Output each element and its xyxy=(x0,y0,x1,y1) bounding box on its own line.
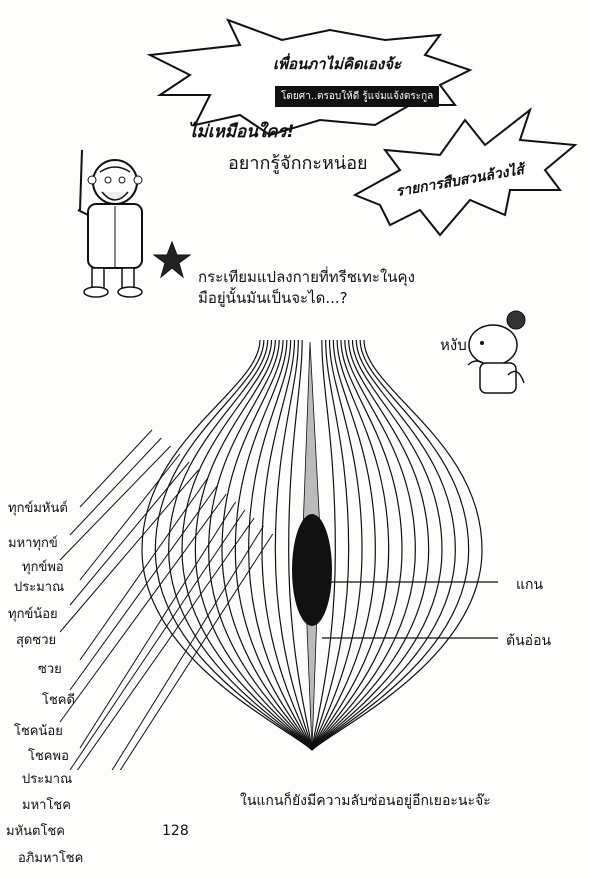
left-leader-lines xyxy=(59,429,274,770)
clove-layer-line xyxy=(221,339,313,751)
leader-line xyxy=(79,429,153,508)
header-line3: อยากรู้จักกะหน่อย xyxy=(228,153,368,174)
question-line2: มือยู่นั้นมันเป็นจะได...? xyxy=(198,289,348,307)
small-character-illustration xyxy=(467,310,526,394)
clove-layer-line xyxy=(154,339,313,751)
leader-line xyxy=(76,517,255,770)
leader-line xyxy=(59,445,171,561)
leader-line xyxy=(79,453,181,581)
clove-layer-line xyxy=(311,339,403,751)
clove-layer-line xyxy=(288,339,313,751)
clove-layer-line xyxy=(311,339,483,751)
leader-line xyxy=(69,509,246,770)
clove-layer-line xyxy=(311,339,456,751)
layer-label-12: มหาโชค xyxy=(22,798,71,813)
core-label: แกน xyxy=(516,577,544,593)
leader-line xyxy=(69,437,162,536)
header-line2: ไม่เหมือนใคร! xyxy=(188,122,295,142)
leader-line xyxy=(69,485,218,691)
leader-line xyxy=(59,493,227,723)
clove-layer-line xyxy=(274,339,313,751)
star-icon xyxy=(152,240,192,279)
clove-layer-line xyxy=(311,339,350,751)
layer-label-5: ทุกข์น้อย xyxy=(8,607,58,622)
clove-layer-line xyxy=(311,339,416,751)
clove-layer-line xyxy=(194,339,313,751)
leader-line xyxy=(111,525,264,770)
clove-layer-line xyxy=(311,339,443,751)
clove-layer-line xyxy=(311,339,363,751)
clove-layer-line xyxy=(208,339,313,751)
layer-label-6: สุดซวย xyxy=(16,633,57,648)
leader-line xyxy=(59,469,199,633)
clove-layer-line xyxy=(311,339,390,751)
clove-layer-line xyxy=(181,339,313,751)
layer-label-1: ทุกข์มหันต์ xyxy=(8,501,68,516)
leader-line xyxy=(79,477,209,661)
clove-layer-line xyxy=(311,339,336,751)
clove-layer-line xyxy=(234,339,313,751)
professor-illustration xyxy=(77,149,143,298)
layer-label-11: ประมาณ xyxy=(22,772,73,787)
layer-label-14: อภิมหาโชค xyxy=(18,851,84,866)
layer-label-9: โชคน้อย xyxy=(14,724,63,739)
leader-line xyxy=(79,501,236,749)
garlic-clove-diagram xyxy=(59,339,498,770)
clove-layer-line xyxy=(311,339,376,751)
header-subtitle-box: โดยศา..ตรอบให้ดี รู้แจ่มแจ้งตระกูล xyxy=(275,86,440,107)
starburst-right xyxy=(352,107,578,237)
header-line1: เพื่อนภาไม่คิดเองจ้ะ xyxy=(273,55,402,73)
question-line1: กระเทียมแปลงกายที่ทรีชเทะในคุง xyxy=(198,268,415,286)
clove-layer-line xyxy=(141,339,313,751)
page-number: 128 xyxy=(162,823,189,839)
layer-label-8: โชคดี xyxy=(42,693,75,708)
exclaim-text: หงับ xyxy=(440,336,467,354)
caption-text: ในแกนก็ยังมีความลับซ่อนอยู่อีกเยอะนะจ๊ะ xyxy=(240,793,491,809)
layer-label-2: มหาทุกข์ xyxy=(8,536,58,551)
layer-label-4: ประมาณ xyxy=(14,580,65,595)
layer-label-10: โชคพอ xyxy=(28,749,69,764)
shoot-label: ต้นอ่อน xyxy=(506,633,552,649)
layer-label-3: ทุกข์พอ xyxy=(22,560,64,575)
core-oval xyxy=(292,514,332,626)
leader-line xyxy=(69,461,190,606)
clove-layer-line xyxy=(311,339,430,751)
layer-label-13: มหันตโชค xyxy=(6,824,65,839)
leader-line xyxy=(119,533,274,770)
layer-label-7: ซวย xyxy=(38,662,62,677)
clove-layer-line xyxy=(311,339,470,751)
clove-layer-line xyxy=(168,339,313,751)
clove-layer-lines xyxy=(141,339,483,751)
